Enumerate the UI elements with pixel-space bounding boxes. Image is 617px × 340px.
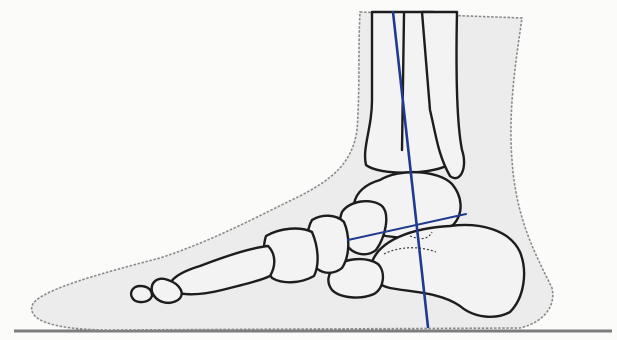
foot-skeleton-diagram	[0, 0, 617, 340]
foot-skeleton-drawing	[0, 0, 617, 340]
